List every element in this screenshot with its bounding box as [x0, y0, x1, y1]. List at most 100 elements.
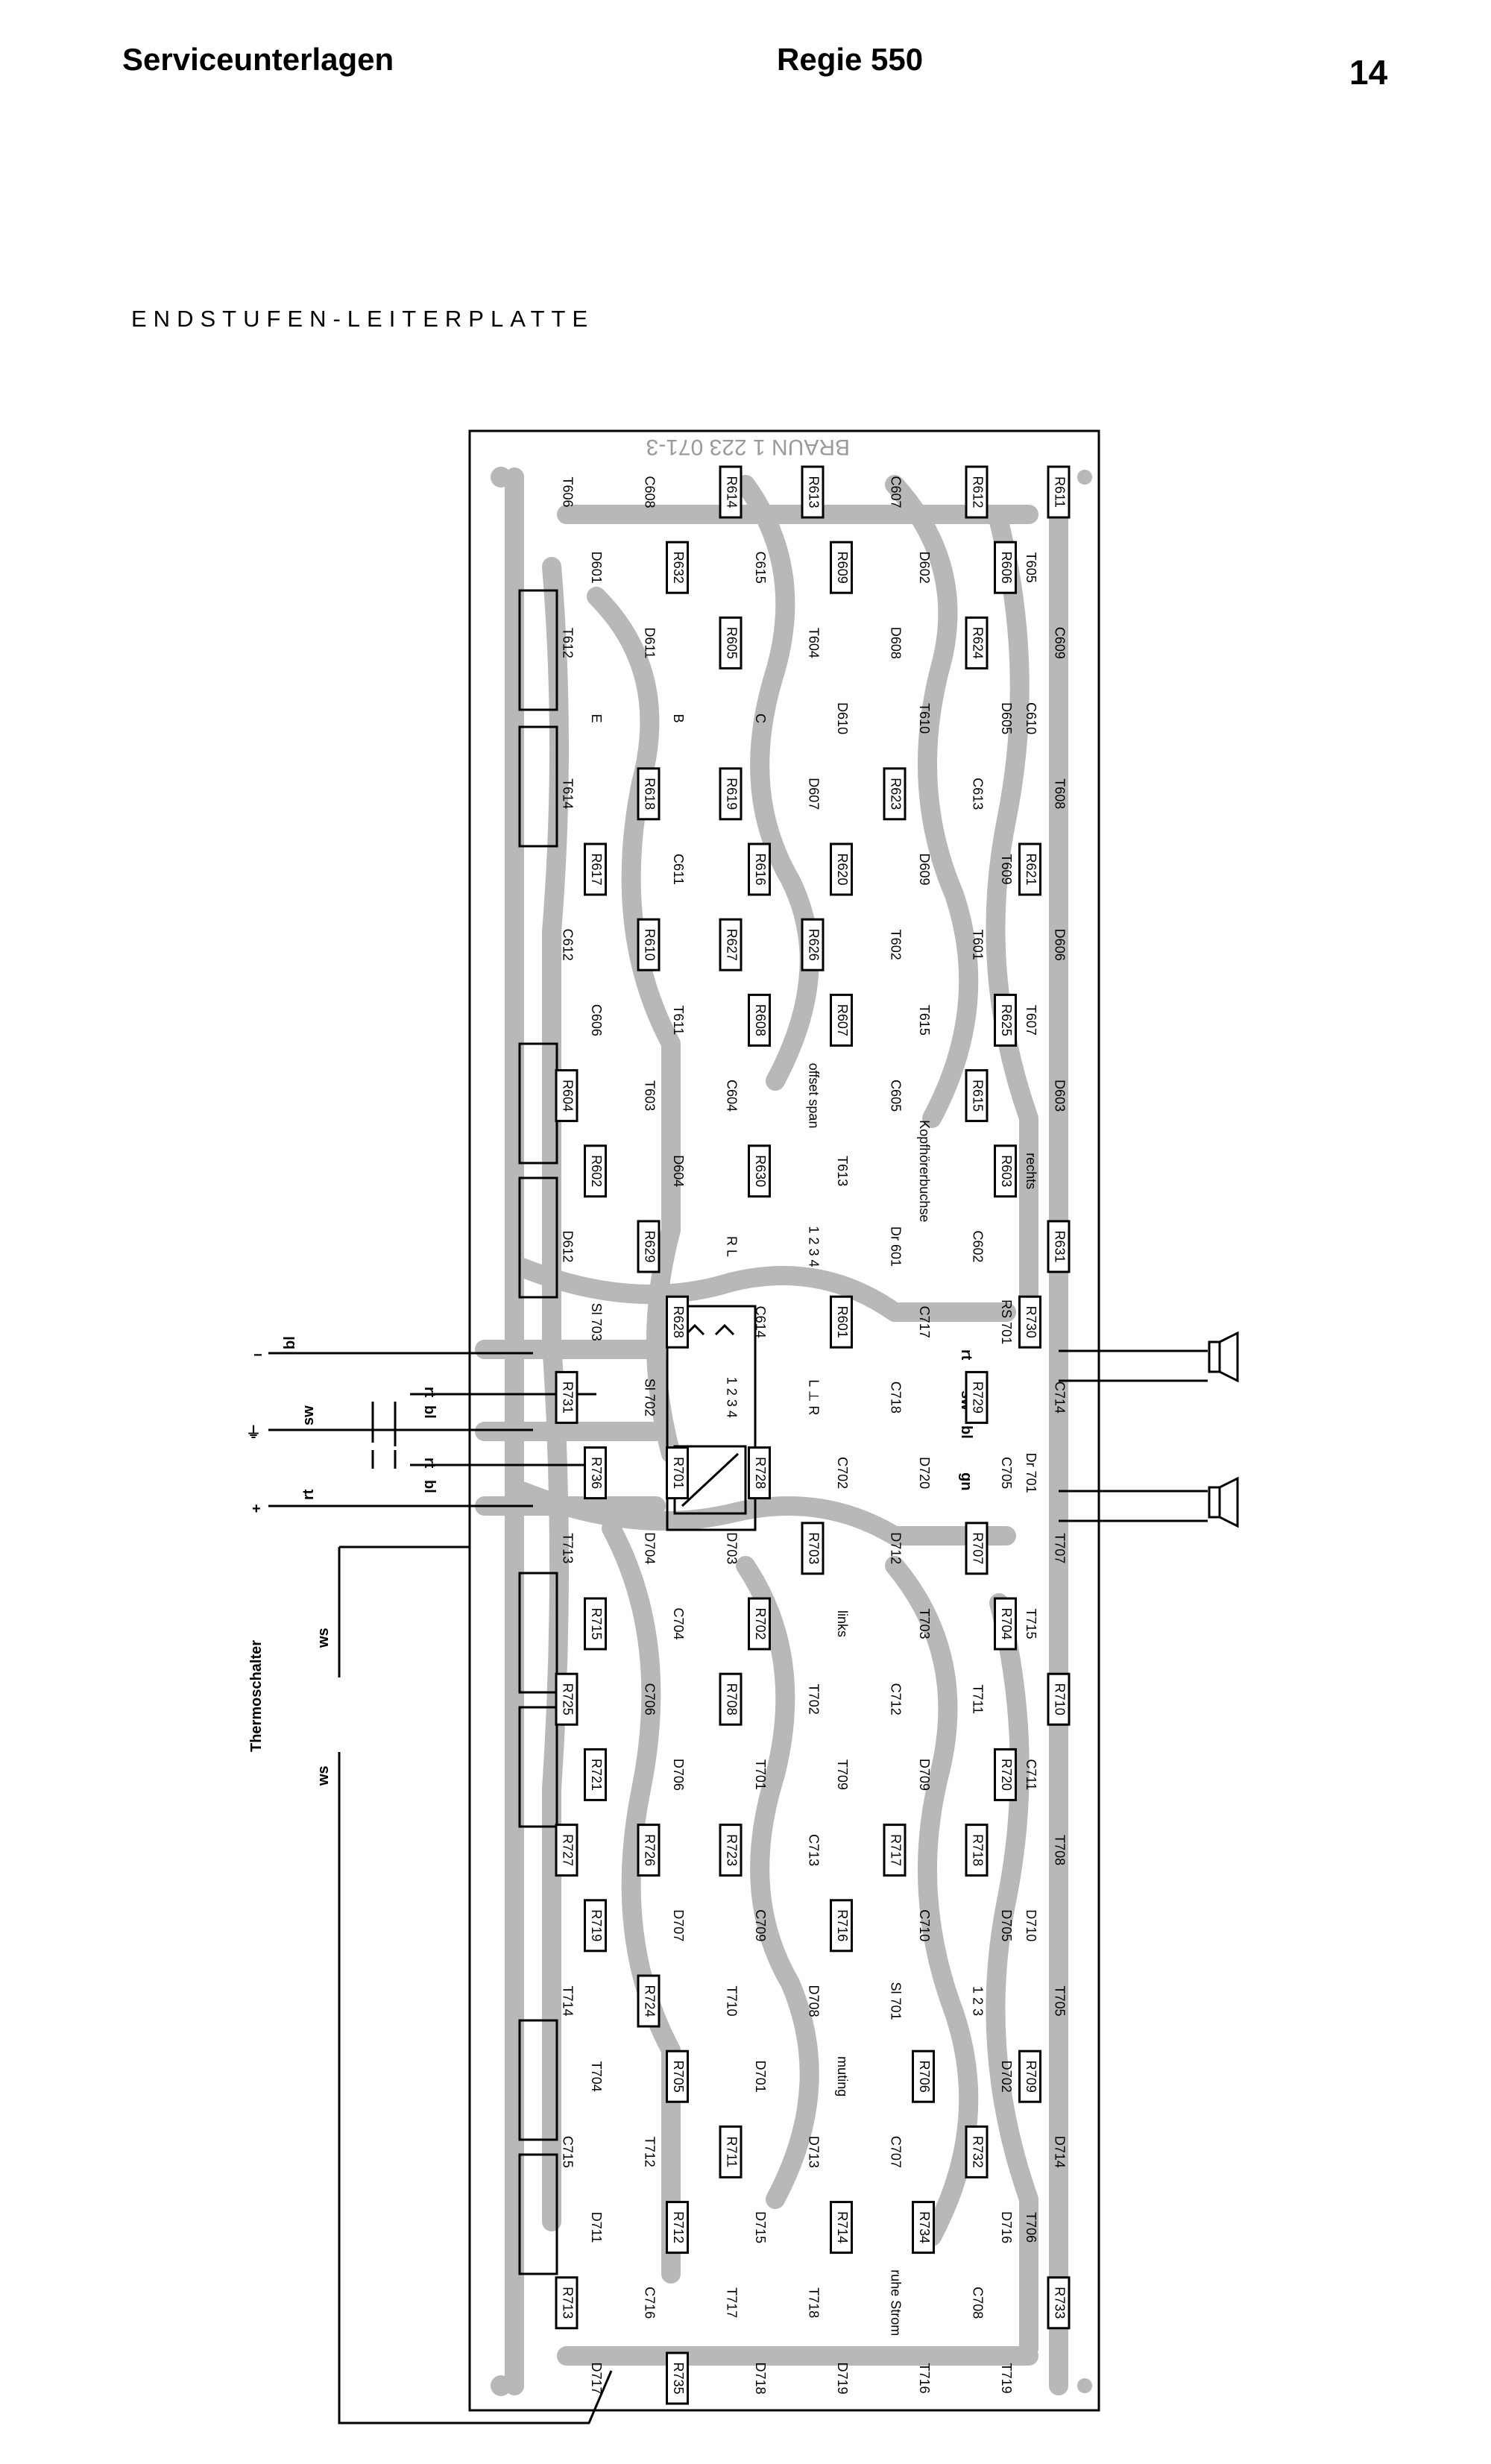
component-label: R613 — [806, 476, 821, 508]
component-label: D710 — [1024, 1909, 1038, 1941]
component-label: D603 — [1052, 1080, 1067, 1112]
component-label: T602 — [888, 930, 903, 960]
component-label: R624 — [970, 627, 985, 659]
component-label: R725 — [560, 1683, 575, 1715]
component-label: muting — [835, 2056, 850, 2096]
component-label: R606 — [999, 552, 1014, 584]
component-label: T706 — [1024, 2212, 1038, 2243]
component-label: L ⊥ R — [806, 1379, 821, 1415]
component-label: C614 — [753, 1306, 768, 1338]
component-label: T614 — [560, 778, 575, 809]
component-label: Sl 703 — [589, 1303, 604, 1341]
component-label: T613 — [835, 1156, 850, 1186]
component-label: C605 — [888, 1080, 903, 1112]
component-label: C705 — [999, 1457, 1014, 1489]
component-label: R623 — [888, 778, 903, 810]
component-label: R711 — [724, 2137, 739, 2168]
resistor-body — [748, 1144, 771, 1198]
component-label: R713 — [560, 2287, 575, 2319]
component-label: R610 — [642, 929, 657, 961]
component-label: C607 — [888, 476, 903, 508]
resistor-body — [965, 1069, 989, 1123]
component-label: T606 — [560, 476, 575, 507]
component-label: D706 — [671, 1759, 686, 1791]
wire-sw: sw — [300, 1405, 317, 1425]
component-label: R727 — [560, 1834, 575, 1866]
component-label: T716 — [917, 2363, 932, 2393]
component-label: D605 — [999, 702, 1014, 734]
component-label: D610 — [835, 702, 850, 734]
component-label: Sl 701 — [888, 1982, 903, 2020]
component-label: C706 — [642, 1683, 657, 1715]
component-label: C613 — [970, 778, 985, 810]
wire-bl-right: bl — [958, 1425, 974, 1439]
component-label: C716 — [642, 2287, 657, 2319]
wire-rt-mid: rt — [421, 1458, 438, 1469]
component-label: ruhe Strom — [888, 2269, 903, 2336]
component-label: R625 — [999, 1004, 1014, 1036]
resistor-body — [883, 767, 907, 821]
component-label: C715 — [560, 2136, 575, 2168]
component-label: RS 701 — [999, 1299, 1014, 1344]
component-label: D715 — [753, 2211, 768, 2243]
component-label: C611 — [671, 854, 686, 885]
component-label: R728 — [753, 1457, 768, 1489]
component-label: T615 — [917, 1005, 932, 1036]
component-label: R621 — [1024, 853, 1038, 885]
resistor-body — [637, 1974, 661, 2028]
component-label: C609 — [1052, 627, 1067, 659]
component-label: R704 — [999, 1607, 1014, 1639]
component-label: T709 — [835, 1759, 850, 1790]
component-label: T712 — [642, 2137, 657, 2167]
output-transistors — [518, 589, 558, 2275]
component-label: R705 — [671, 2061, 686, 2093]
component-label: C711 — [1024, 1759, 1038, 1791]
component-label: R708 — [724, 1683, 739, 1715]
component-label: R629 — [642, 1230, 657, 1262]
component-label: D703 — [724, 1532, 739, 1564]
component-label: R607 — [835, 1004, 850, 1036]
resistor-body — [637, 1824, 661, 1877]
component-label: Dr 601 — [888, 1226, 903, 1267]
resistor-body — [965, 2125, 989, 2178]
component-label: C608 — [642, 476, 657, 508]
component-label: D705 — [999, 1909, 1014, 1941]
component-label: R712 — [671, 2211, 686, 2243]
component-label: R719 — [589, 1909, 604, 1941]
resistor-body — [830, 993, 853, 1047]
component-label: C713 — [806, 1834, 821, 1866]
resistor-body — [584, 1597, 607, 1651]
component-label: R732 — [970, 2136, 985, 2168]
wire-ws-bottom: ws — [315, 1765, 332, 1786]
speaker-left — [1059, 1476, 1239, 1528]
component-label: R602 — [589, 1155, 604, 1187]
component-label: R733 — [1052, 2287, 1067, 2319]
component-label: D611 — [642, 628, 657, 659]
supply-wiring — [268, 1352, 613, 2424]
resistor-body — [912, 2049, 935, 2103]
component-label: T605 — [1024, 552, 1038, 583]
component-label: C602 — [970, 1230, 985, 1262]
component-label: R731 — [560, 1381, 575, 1414]
component-label: D716 — [999, 2211, 1014, 2243]
board-print: BRAUN 1 223 071-3 — [646, 435, 851, 459]
component-label: R720 — [999, 1759, 1014, 1791]
header-model: Regie 550 — [777, 42, 924, 77]
component-label: D720 — [917, 1457, 932, 1489]
component-label: D714 — [1052, 2136, 1067, 2168]
component-label: C709 — [753, 1909, 768, 1941]
component-label: R717 — [888, 1834, 903, 1866]
component-label: R603 — [999, 1155, 1014, 1187]
component-label: R628 — [671, 1306, 686, 1338]
component-label: R630 — [753, 1155, 768, 1187]
resistor-body — [830, 1899, 853, 1953]
component-label: rechts — [1024, 1153, 1038, 1189]
component-label: C714 — [1052, 1381, 1067, 1414]
component-label: D704 — [642, 1532, 657, 1564]
wire-rt-bottom: rt — [300, 1489, 317, 1500]
component-label: D601 — [589, 552, 604, 584]
component-label: R707 — [970, 1532, 985, 1564]
resistor-body — [666, 541, 689, 594]
component-label: T714 — [560, 1985, 575, 2016]
resistor-body — [965, 1370, 989, 1424]
